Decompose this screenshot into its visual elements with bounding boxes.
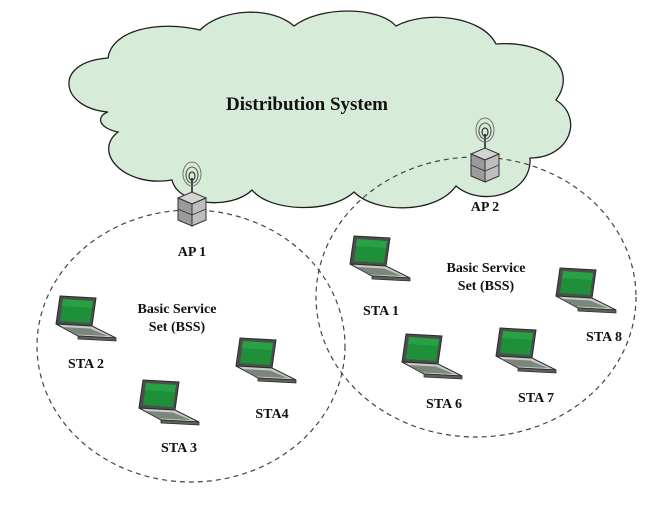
- laptop-sta-3-icon: [138, 379, 200, 426]
- laptop-sta-8-icon: [555, 267, 617, 314]
- distribution-system-label: Distribution System: [226, 94, 388, 115]
- sta-4-label: STA4: [255, 407, 288, 422]
- bss-2-label-line1: Basic Service: [447, 261, 526, 276]
- bss-2-label-line2: Set (BSS): [458, 279, 515, 294]
- laptop-sta-2-icon: [55, 295, 117, 342]
- ap-1-label: AP 1: [178, 245, 206, 260]
- bss-1-label-line1: Basic Service: [138, 302, 217, 317]
- ap-2-label: AP 2: [471, 200, 499, 215]
- laptop-sta-4-icon: [235, 337, 297, 384]
- sta-7-label: STA 7: [518, 391, 554, 406]
- bss-1-label-line2: Set (BSS): [149, 320, 206, 335]
- sta-8-label: STA 8: [586, 330, 622, 345]
- sta-2-label: STA 2: [68, 357, 104, 372]
- laptop-sta-7-icon: [495, 327, 557, 374]
- laptop-sta-1-icon: [349, 235, 411, 282]
- bss-1-boundary: [36, 209, 346, 483]
- sta-1-label: STA 1: [363, 304, 399, 319]
- bss-2-boundary: [315, 156, 637, 438]
- sta-6-label: STA 6: [426, 397, 462, 412]
- sta-3-label: STA 3: [161, 441, 197, 456]
- laptop-sta-6-icon: [401, 333, 463, 380]
